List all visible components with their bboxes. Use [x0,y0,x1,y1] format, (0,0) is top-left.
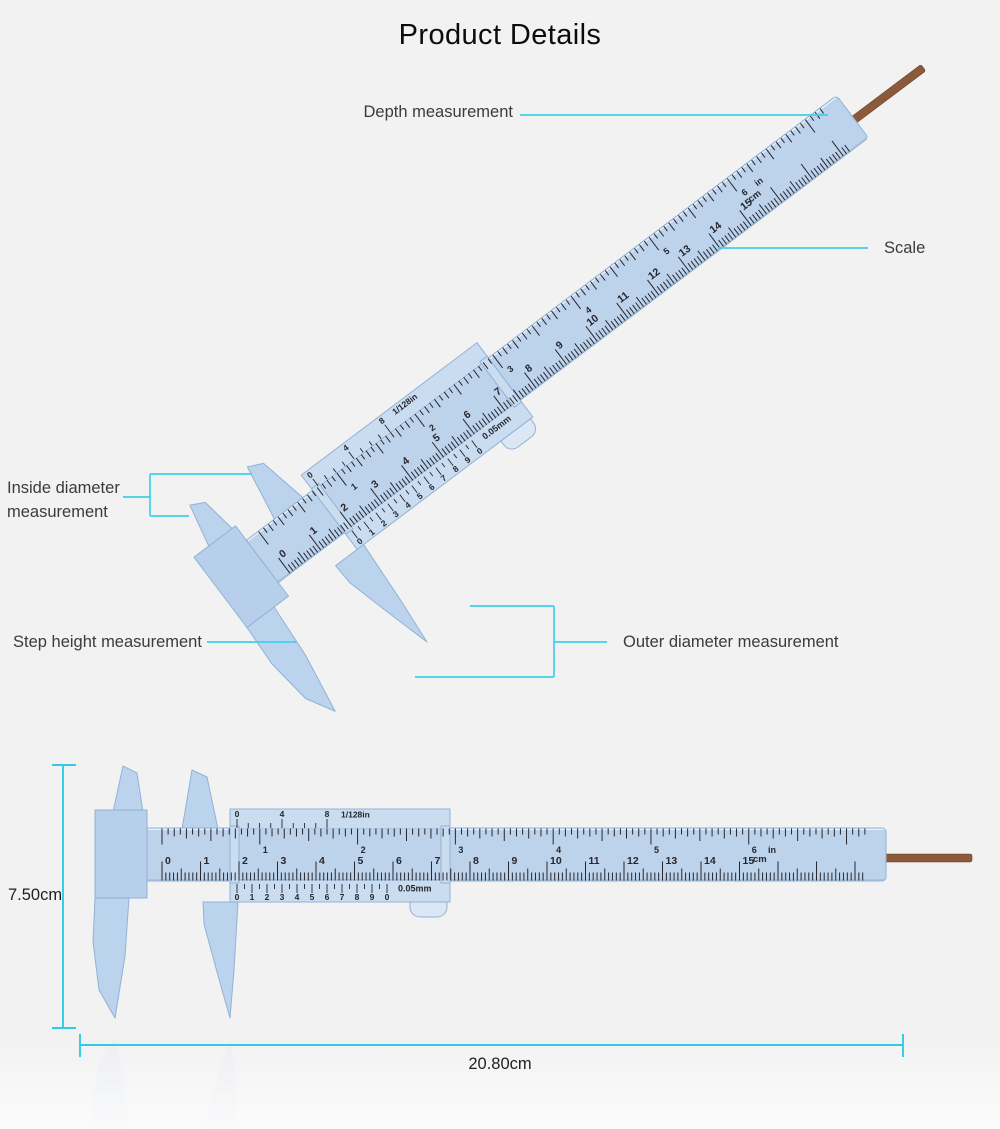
svg-text:8: 8 [473,855,479,867]
svg-text:8: 8 [325,809,330,819]
svg-text:13: 13 [677,243,694,260]
svg-text:1: 1 [204,855,210,867]
svg-text:3: 3 [281,855,287,867]
svg-text:5: 5 [415,490,425,501]
svg-text:10: 10 [584,312,601,329]
svg-text:0: 0 [235,892,240,902]
svg-text:5: 5 [661,246,671,257]
svg-text:0: 0 [355,536,365,547]
callout-scale-label: Scale [884,239,926,257]
svg-text:8: 8 [451,463,461,474]
svg-text:in: in [768,845,776,855]
caliper-shapes [189,65,926,712]
svg-text:in: in [753,175,765,188]
page-title: Product Details [398,19,602,51]
callout-step-label: Step height measurement [13,633,202,651]
svg-text:5: 5 [358,855,364,867]
caliper-ticks [161,819,866,893]
caliper-ticks [258,108,850,574]
svg-text:1: 1 [367,527,377,538]
svg-text:0: 0 [165,855,171,867]
svg-text:11: 11 [615,289,631,305]
svg-text:8: 8 [355,892,360,902]
svg-text:14: 14 [704,855,716,867]
svg-text:4: 4 [319,855,325,867]
callout-inside-label-line2: measurement [7,503,108,521]
svg-text:5: 5 [310,892,315,902]
svg-text:6: 6 [740,187,750,198]
svg-text:12: 12 [627,855,639,867]
svg-text:11: 11 [589,855,600,867]
callout-depth-label: Depth measurement [363,103,514,121]
svg-text:5: 5 [654,845,659,855]
svg-text:8: 8 [377,415,387,426]
caliper-reflection: 123456in0123456789101112131415cm0481/128… [85,1012,985,1129]
svg-text:2: 2 [361,845,366,855]
svg-text:6: 6 [325,892,330,902]
svg-text:9: 9 [463,454,473,465]
svg-text:0: 0 [475,445,485,456]
svg-text:1: 1 [349,481,359,492]
svg-text:3: 3 [280,892,285,902]
callout-inside-label: Inside diameter measurement [7,476,137,524]
caliper-illustration-angled: 123456in0123456789101112131415cm0481/128… [189,65,926,712]
svg-text:cm: cm [753,854,767,865]
svg-text:4: 4 [583,305,593,316]
svg-text:4: 4 [280,809,285,819]
svg-text:15: 15 [738,196,755,213]
svg-text:6: 6 [752,845,757,855]
caliper-shapes [92,765,973,1019]
svg-text:15: 15 [743,855,755,867]
svg-text:14: 14 [707,219,724,236]
svg-text:7: 7 [340,892,345,902]
svg-text:0: 0 [385,892,390,902]
callout-inside-label-line1: Inside diameter [7,479,120,497]
svg-text:4: 4 [556,845,561,855]
svg-text:2: 2 [379,518,389,529]
svg-text:3: 3 [505,363,515,374]
svg-text:1: 1 [263,845,268,855]
caliper-reflection-image: 123456in0123456789101112131415cm0481/128… [92,1038,237,1129]
svg-text:7: 7 [439,472,449,483]
dim-height-label: 7.50cm [8,886,63,904]
svg-text:3: 3 [458,845,463,855]
svg-text:9: 9 [370,892,375,902]
svg-text:7: 7 [435,855,441,867]
svg-text:0: 0 [235,809,240,819]
svg-text:0.05mm: 0.05mm [398,884,432,894]
svg-text:1: 1 [250,892,255,902]
svg-text:6: 6 [396,855,402,867]
svg-text:4: 4 [341,442,351,453]
svg-text:1/128in: 1/128in [341,810,370,820]
svg-text:13: 13 [666,855,678,867]
svg-text:4: 4 [403,499,413,510]
svg-text:4: 4 [295,892,300,902]
svg-text:3: 3 [391,509,401,520]
svg-text:2: 2 [265,892,270,902]
dim-length-label: 20.80cm [468,1055,532,1073]
svg-text:12: 12 [646,266,663,283]
svg-text:0: 0 [305,469,315,480]
svg-text:2: 2 [427,422,437,433]
svg-text:10: 10 [550,855,562,867]
svg-text:6: 6 [427,481,437,492]
svg-text:9: 9 [512,855,518,867]
callout-outer-label: Outer diameter measurement [623,633,839,651]
caliper-shapes [92,1038,237,1129]
svg-text:2: 2 [242,855,248,867]
